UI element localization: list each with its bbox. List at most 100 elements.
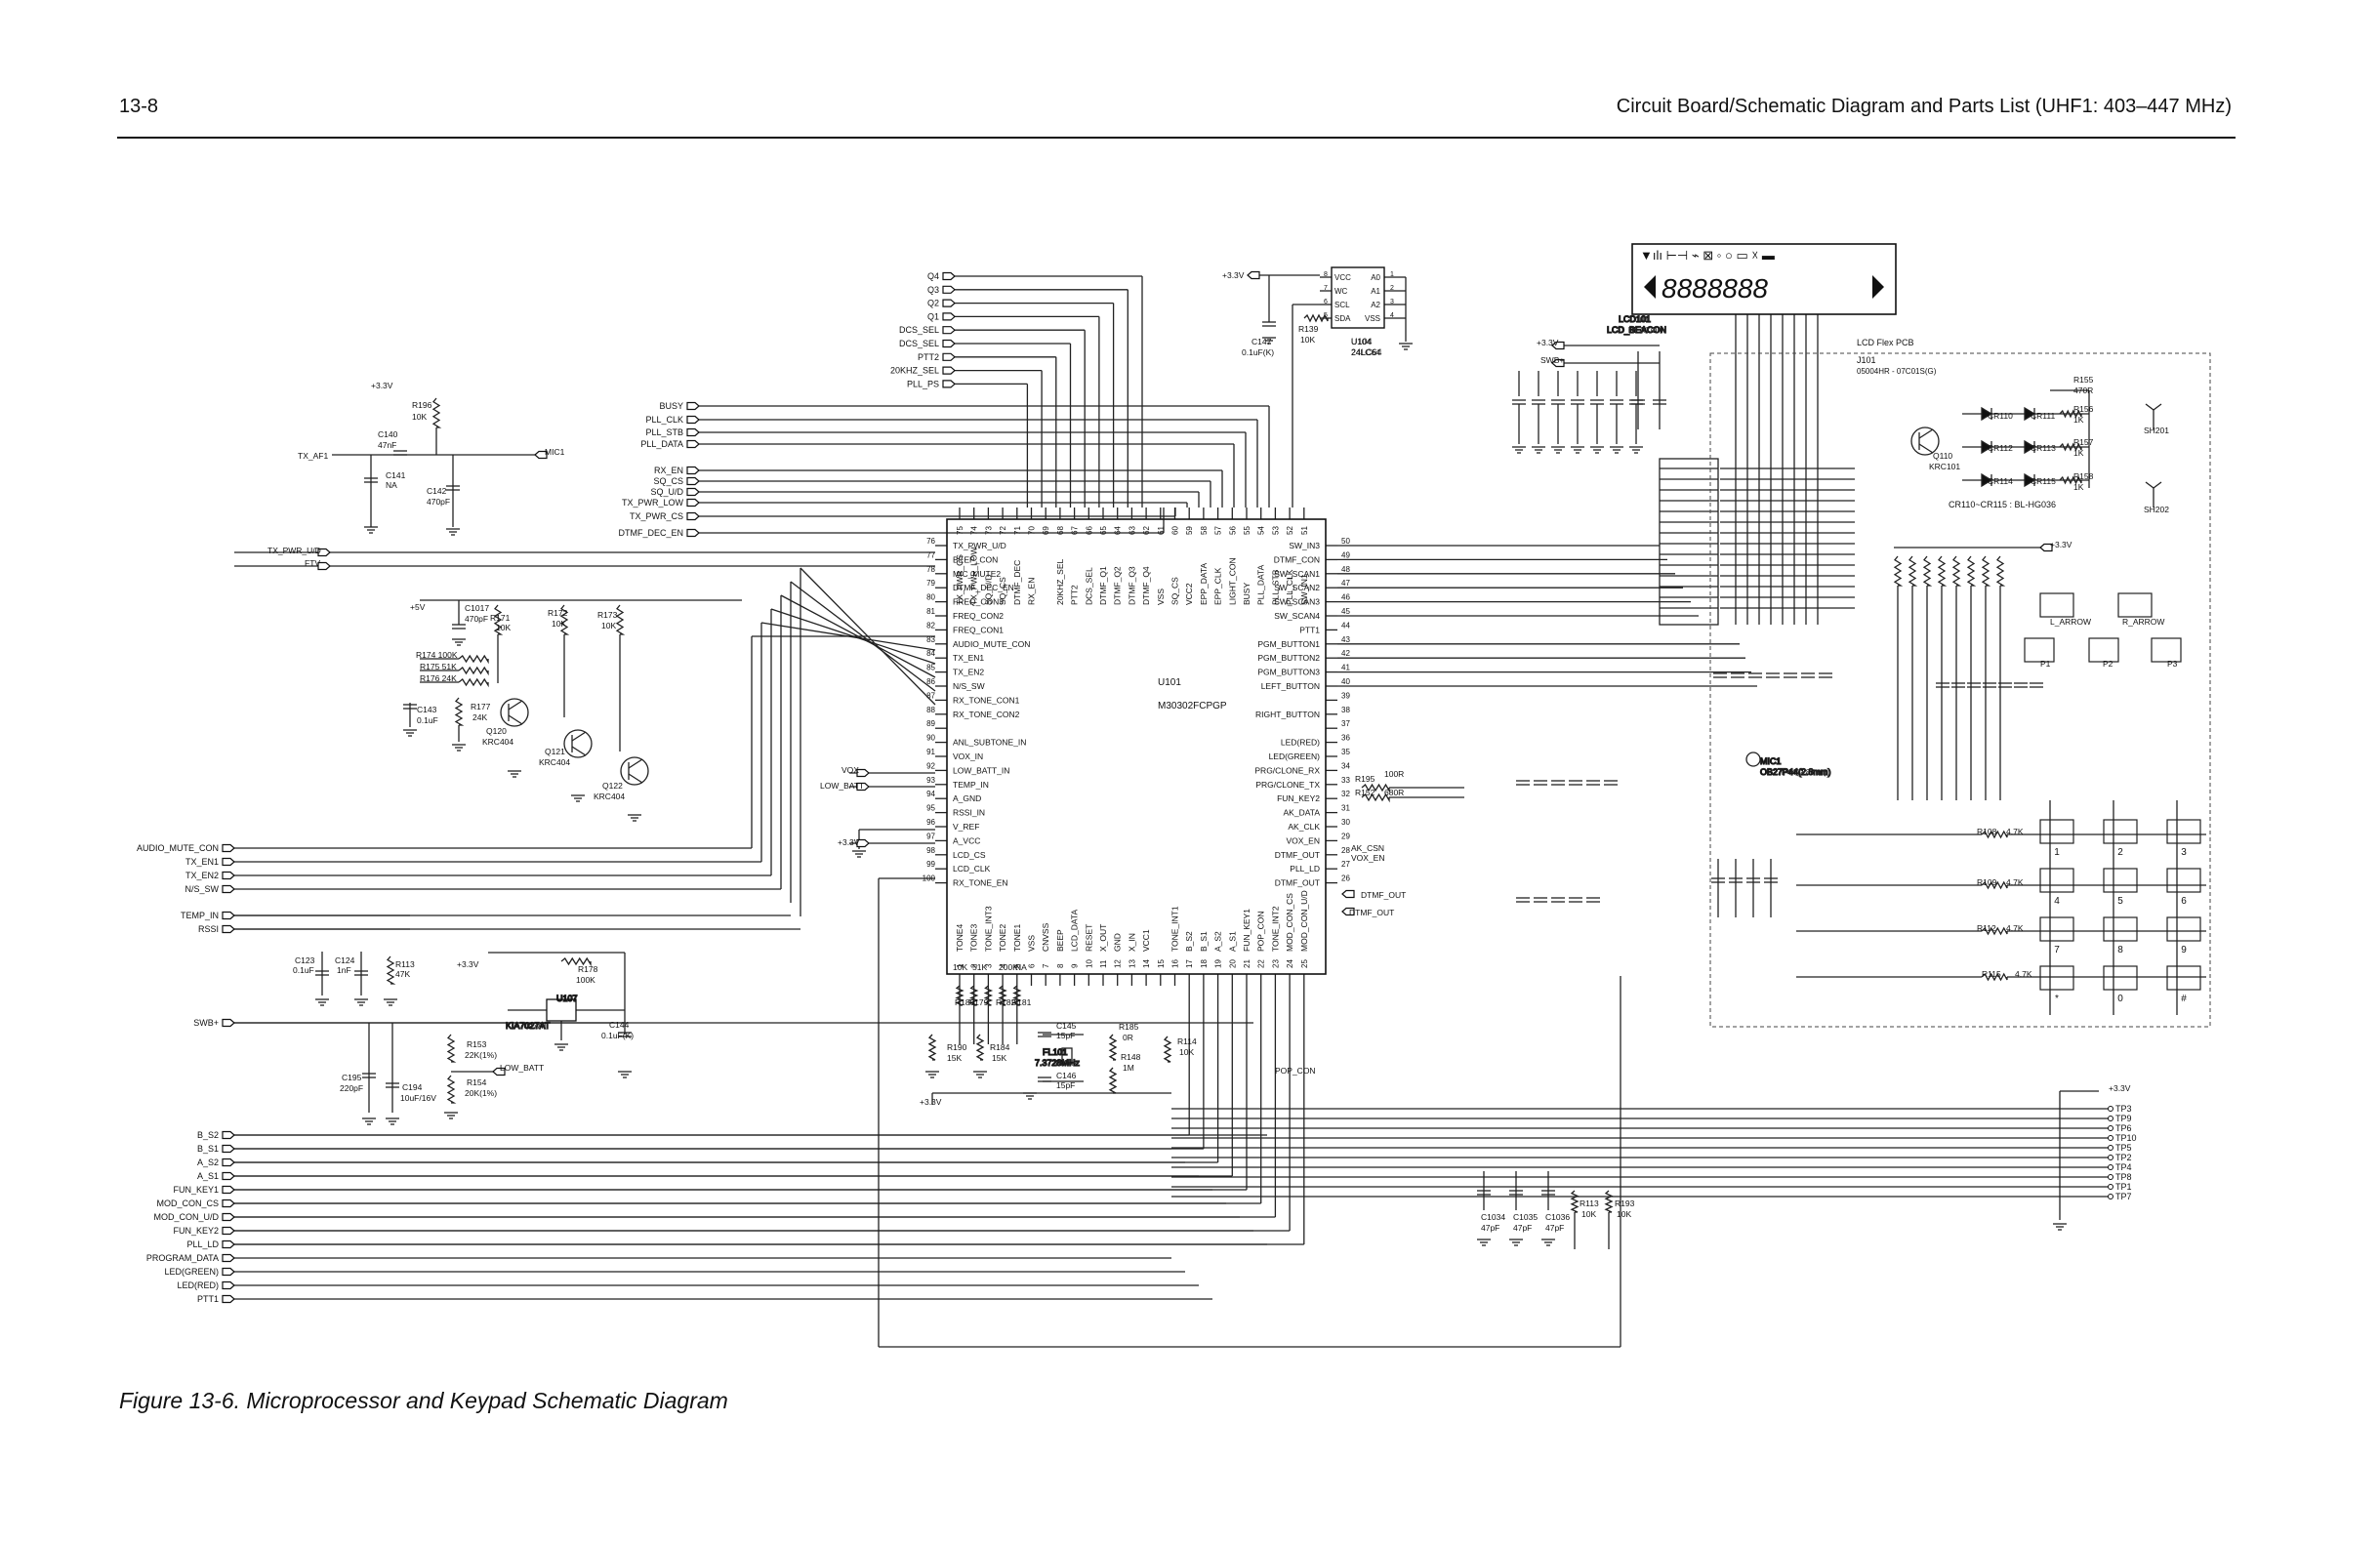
test-point-label: TP5 bbox=[2115, 1143, 2132, 1153]
pin-signal: SDA bbox=[1334, 314, 1351, 323]
component-label: CR112 bbox=[1988, 443, 2013, 453]
component-label: R113 bbox=[1580, 1199, 1599, 1208]
pin-number: 38 bbox=[1341, 706, 1350, 714]
component-label: L_ARROW bbox=[2050, 617, 2091, 627]
pin-signal: PRG/CLONE_RX bbox=[1254, 765, 1320, 775]
pin-signal: DTMF_OUT bbox=[1275, 850, 1320, 860]
resistor bbox=[1951, 555, 1962, 587]
pin-number: 66 bbox=[1085, 526, 1093, 535]
transistor-icon bbox=[571, 731, 587, 742]
resistor bbox=[1981, 880, 2008, 890]
component-label: C141 bbox=[386, 470, 406, 480]
port-connector-icon bbox=[2039, 543, 2053, 552]
component-label: R115 bbox=[1982, 969, 2001, 979]
component-label: R196 bbox=[412, 400, 432, 410]
pin-signal: FREQ_CON2 bbox=[953, 611, 1004, 621]
component-label: 20K(1%) bbox=[465, 1088, 497, 1098]
pin-signal: SCL bbox=[1334, 301, 1350, 309]
pin-number: 74 bbox=[970, 526, 979, 535]
component-label: 0.1uF bbox=[293, 965, 314, 975]
pin-signal: TONE_INT2 bbox=[1270, 906, 1280, 952]
test-point-icon bbox=[2108, 1164, 2113, 1170]
pin-number: 85 bbox=[926, 664, 935, 672]
mic-ref: MIC1 bbox=[1760, 756, 1782, 766]
pin-number: 3 bbox=[984, 963, 993, 968]
component-label: C1036 bbox=[1545, 1212, 1570, 1222]
resistor bbox=[955, 985, 964, 1006]
component-label: +3.3V bbox=[838, 837, 860, 847]
pin-number: 61 bbox=[1157, 526, 1166, 535]
pin-number: 67 bbox=[1071, 526, 1080, 535]
top-port-label: 20KHZ_SEL bbox=[890, 366, 939, 376]
resistor bbox=[1303, 313, 1329, 323]
led-note: CR110~CR115 : BL-HG036 bbox=[1949, 500, 2056, 509]
pin-number: 41 bbox=[1341, 664, 1350, 672]
component-label: R190 bbox=[947, 1042, 967, 1052]
pin-number: 40 bbox=[1341, 677, 1350, 686]
pin-number: 98 bbox=[926, 846, 935, 855]
pin-number: 7 bbox=[1324, 285, 1328, 292]
pin-number: 24 bbox=[1286, 959, 1294, 968]
pin-number: 71 bbox=[1013, 526, 1022, 535]
port-connector-icon bbox=[317, 548, 331, 557]
transistor-icon bbox=[500, 698, 529, 727]
pin-signal: VCC bbox=[1334, 273, 1351, 282]
component-label: SH201 bbox=[2144, 426, 2169, 435]
port-connector-icon bbox=[222, 911, 235, 920]
component-label: C1034 bbox=[1481, 1212, 1505, 1222]
shield-icon bbox=[2145, 481, 2154, 489]
pin-number: 34 bbox=[1341, 761, 1350, 770]
pin-signal: DTMF_Q4 bbox=[1141, 566, 1151, 605]
pin-number: 33 bbox=[1341, 776, 1350, 785]
lcd-right-arrow-icon bbox=[1872, 275, 1884, 299]
top-port-label: Q2 bbox=[927, 299, 939, 308]
component-label: 10K bbox=[1179, 1047, 1194, 1057]
pin-number: 97 bbox=[926, 832, 935, 840]
component-label: C195 bbox=[342, 1073, 362, 1082]
pin-number: 36 bbox=[1341, 734, 1350, 743]
pin-signal: VSS bbox=[1027, 935, 1037, 952]
keypad-key-label: 5 bbox=[2117, 896, 2123, 907]
pin-signal: X_IN bbox=[1127, 933, 1136, 952]
pin-number: 69 bbox=[1042, 526, 1050, 535]
pin-number: 78 bbox=[926, 565, 935, 574]
port-connector-icon bbox=[222, 1294, 235, 1304]
component-label: R_ARROW bbox=[2122, 617, 2164, 627]
top-port-label: Q4 bbox=[927, 271, 939, 281]
component-label: U104 bbox=[1351, 337, 1372, 346]
pin-signal: FUN_KEY2 bbox=[1277, 793, 1320, 803]
component-label: CR113 bbox=[2031, 443, 2056, 453]
pin-number: 21 bbox=[1243, 959, 1252, 968]
pin-number: 16 bbox=[1171, 959, 1180, 968]
pin-signal: PGM_BUTTON3 bbox=[1257, 668, 1320, 677]
pin-signal: BEEP_CON bbox=[953, 554, 998, 564]
pin-signal: ANL_SUBTONE_IN bbox=[953, 738, 1026, 748]
led-icon bbox=[2024, 439, 2036, 455]
port-connector-icon bbox=[222, 1018, 235, 1028]
component-label: 1nF bbox=[337, 965, 351, 975]
component-label: R193 bbox=[1615, 1199, 1635, 1208]
component-label: R108 bbox=[1977, 827, 1997, 836]
mid-port-label: PLL_DATA bbox=[640, 439, 683, 449]
component-label: 100R bbox=[1384, 769, 1404, 779]
eeprom-ref: U104 bbox=[1351, 337, 1373, 346]
page-number: 13-8 bbox=[119, 96, 159, 117]
test-point-label: TP2 bbox=[2115, 1153, 2132, 1162]
pin-number: 13 bbox=[1128, 959, 1136, 968]
resistor bbox=[975, 1034, 985, 1061]
pin-number: 51 bbox=[1300, 526, 1309, 535]
resistor bbox=[615, 604, 626, 635]
component-label: 10K bbox=[496, 623, 511, 632]
component-label: SH202 bbox=[2144, 505, 2169, 514]
component-label: 15K bbox=[992, 1053, 1006, 1063]
port-connector-icon bbox=[222, 1171, 235, 1181]
mid-port-label: DTMF_DEC_EN bbox=[618, 528, 683, 538]
resistor bbox=[493, 604, 504, 635]
pin-signal: SW_IN3 bbox=[1289, 541, 1320, 550]
mid-port-label: TX_PWR_CS bbox=[630, 511, 683, 521]
component-label: 0.1uF(K) bbox=[1242, 347, 1274, 357]
component-label: SWB+ bbox=[1540, 355, 1564, 365]
pin-signal: TONE1 bbox=[1012, 924, 1022, 952]
pin-number: 91 bbox=[926, 748, 935, 756]
